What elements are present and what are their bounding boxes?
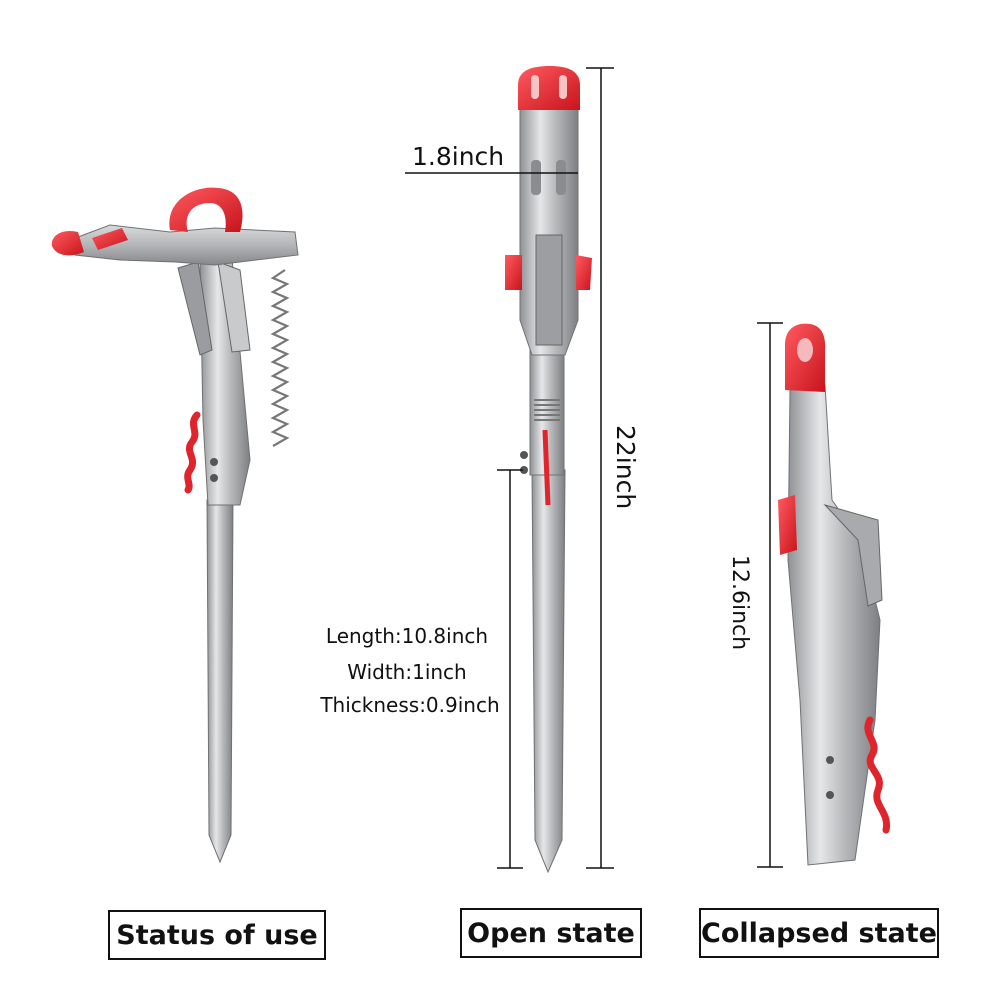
open-state-caption: Open state [460,908,642,958]
collapsed-state-caption: Collapsed state [699,908,939,958]
ground-spike [206,499,234,864]
red-side-clip-left [505,255,522,290]
cap-hole [797,338,813,362]
lever-arm [177,261,213,356]
collapsed-length-label: 12.6inch [727,555,752,651]
spike-width-spec: Width:1inch [347,660,467,684]
rod-holder-open [505,66,592,874]
screw [520,451,528,459]
red-top-cap [518,66,580,110]
cap-slot [559,75,567,99]
red-trigger-cord [864,716,891,834]
tube-slot [531,160,541,195]
screw [520,466,528,474]
red-side-clip [778,495,797,555]
red-tip-cap [51,230,84,256]
rod-holder-in-use [51,187,299,864]
ground-spike [531,469,566,874]
dimension-lines [405,67,783,869]
red-grip-pad [92,228,128,250]
tube-slot [556,160,566,195]
red-trigger-cord [542,429,551,506]
spike-length-spec: Length:10.8inch [325,624,489,648]
screw [210,458,218,466]
red-loop-strap [169,187,243,232]
red-side-clip-right [576,255,592,290]
cap-slot [531,75,539,99]
collapsed-arm [823,504,883,607]
tension-spring [270,269,290,447]
rod-holder-collapsed [778,323,891,866]
rod-cradle [69,224,299,266]
status-of-use-caption: Status of use [108,910,326,960]
screw [210,474,218,482]
collapsed-body [787,384,881,866]
screw [826,791,834,799]
center-spring [534,399,560,421]
screw [826,756,834,764]
spike-thickness-spec: Thickness:0.9inch [320,693,500,717]
red-trigger-cord [184,411,201,494]
latch-plate [535,234,563,346]
lever-arm-2 [217,261,251,353]
head-width-label: 1.8inch [412,142,505,171]
total-length-label: 22inch [611,425,640,510]
